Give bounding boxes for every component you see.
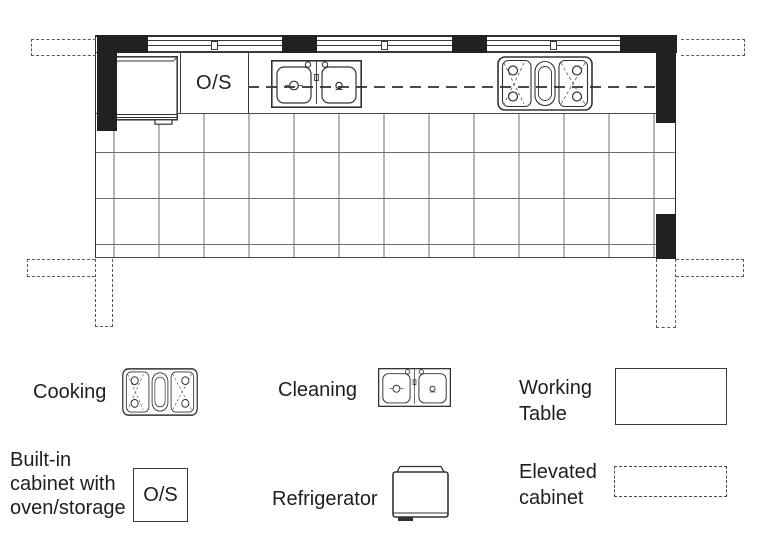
legend-elevated-cabinet-icon xyxy=(614,466,727,497)
column-centerline-mark xyxy=(31,39,96,56)
column-centerline-mark xyxy=(656,259,676,328)
window-icon xyxy=(317,40,452,52)
top-wall-line xyxy=(96,35,677,37)
column-centerline-mark xyxy=(27,259,95,277)
floor-tile-grid xyxy=(95,113,676,258)
counter-centerline xyxy=(248,86,656,88)
sink-icon xyxy=(271,60,362,108)
grid-line xyxy=(95,152,676,153)
counter-divider-line xyxy=(180,53,181,113)
wall-column-fill xyxy=(97,35,117,131)
wall-column-fill xyxy=(282,35,317,53)
inner-wall-face-line xyxy=(96,52,677,53)
refrigerator-icon xyxy=(111,56,178,127)
legend-sink-icon xyxy=(378,368,451,407)
stove-icon xyxy=(497,56,593,111)
window-mullion-icon xyxy=(381,40,388,50)
window-icon xyxy=(487,40,620,52)
wall-column-fill xyxy=(656,214,676,259)
right-wall-line xyxy=(675,35,676,258)
legend-label-elevated-cabinet: Elevated cabinet xyxy=(519,461,597,509)
grid-line xyxy=(95,198,676,199)
oven-storage-cabinet: O/S xyxy=(180,53,248,113)
legend-refrigerator-icon xyxy=(392,465,449,527)
window-mullion-icon xyxy=(550,40,557,50)
left-wall-line xyxy=(95,35,96,258)
window-icon xyxy=(148,40,282,52)
counter-divider-line xyxy=(248,53,249,113)
legend-stove-icon xyxy=(122,368,198,416)
window-mullion-icon xyxy=(211,40,218,50)
column-centerline-mark xyxy=(95,259,113,327)
legend-os-label: O/S xyxy=(143,483,178,506)
grid-line xyxy=(95,244,676,245)
legend-label-cooking: Cooking xyxy=(33,381,107,403)
legend-label-refrigerator: Refrigerator xyxy=(272,488,378,510)
column-centerline-mark xyxy=(681,39,745,56)
legend-label-built-in-cabinet: Built-in cabinet with oven/storage xyxy=(10,449,126,519)
os-cabinet-label: O/S xyxy=(196,71,232,94)
legend-working-table-icon xyxy=(615,368,727,425)
wall-column-fill xyxy=(452,35,487,53)
wall-column-fill xyxy=(656,35,676,123)
legend-label-cleaning: Cleaning xyxy=(278,379,357,401)
legend-label-working-table: Working Table xyxy=(519,377,592,425)
legend-os-cabinet-icon: O/S xyxy=(133,468,188,522)
column-centerline-mark xyxy=(676,259,744,277)
